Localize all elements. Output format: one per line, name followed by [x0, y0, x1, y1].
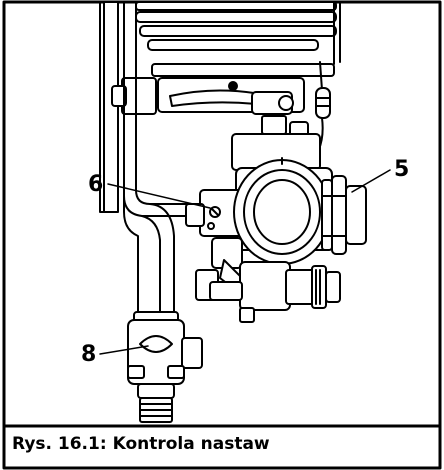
gas-regulator — [127, 311, 203, 423]
leader-line-8 — [99, 345, 149, 355]
callout-label-6: 6 — [88, 172, 104, 197]
leader-line-6 — [107, 183, 211, 209]
modulator-coil — [233, 157, 331, 265]
callout-label-5: 5 — [394, 157, 410, 182]
burner-bar — [111, 63, 335, 115]
heat-exchanger-tubes — [135, 1, 341, 65]
electrical-connector — [321, 175, 367, 255]
figure-caption: Rys. 16.1: Kontrola nastaw — [12, 434, 270, 454]
valve-outlet — [195, 237, 341, 323]
leader-line-5 — [351, 169, 391, 193]
callout-label-8: 8 — [81, 342, 97, 367]
leader-lines — [99, 169, 391, 355]
